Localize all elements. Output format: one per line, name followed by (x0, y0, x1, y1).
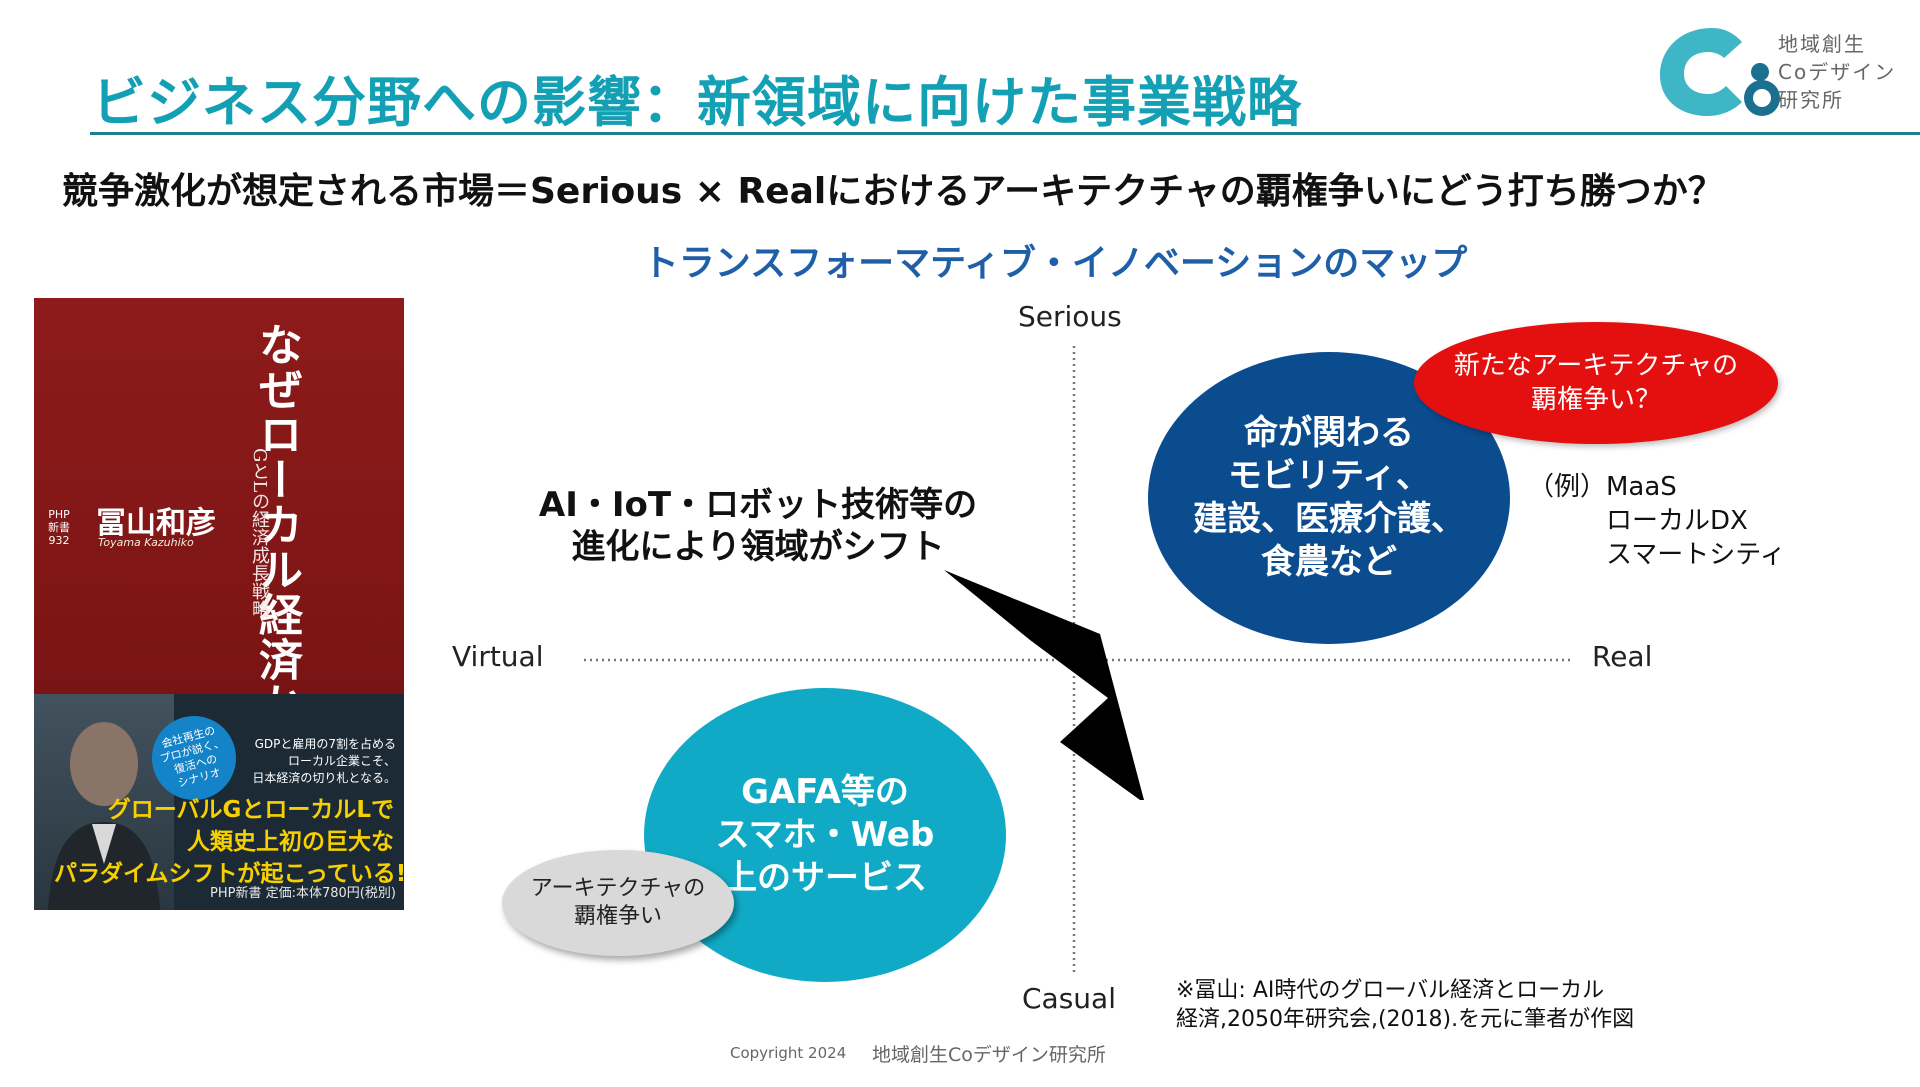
axis-label-casual: Casual (1022, 982, 1116, 1015)
book-publisher: PHP新書 定価:本体780円(税別) (210, 886, 396, 901)
author-portrait (34, 694, 174, 910)
axis-label-virtual: Virtual (452, 640, 544, 673)
logo-ring-top (1751, 63, 1769, 81)
book-author: 冨山和彦 (96, 506, 216, 541)
shift-label: AI・IoT・ロボット技術等の 進化により領域がシフト (538, 485, 978, 567)
book-blurb: GDPと雇用の7割を占める ローカル企業こそ、 日本経済の切り札となる。 (252, 737, 396, 785)
map-title: トランスフォーマティブ・イノベーションのマップ (642, 243, 1468, 284)
title-underline (90, 132, 1920, 135)
logo-text-line: 地域創生 (1778, 32, 1866, 56)
axis-label-serious: Serious (1018, 300, 1122, 333)
logo-ring-inner (1753, 89, 1771, 107)
examples-list: （例）MaaS ローカルDX スマートシティ (1528, 472, 1786, 570)
gafa-bubble: GAFA等の スマホ・Web 上のサービス (644, 688, 1006, 982)
logo-text-line: 研究所 (1778, 88, 1844, 112)
logo-icon (1660, 28, 1780, 116)
shift-arrow-shape (944, 570, 1144, 800)
logo-text: 地域創生 Coデザイン 研究所 (1778, 30, 1896, 114)
book-author-roman: Toyama Kazuhiko (98, 536, 194, 549)
new-architecture-bubble: 新たなアーキテクチャの 覇権争い？ (1414, 322, 1778, 444)
axis-label-real: Real (1592, 640, 1653, 673)
page-title: ビジネス分野への影響：新領域に向けた事業戦略 (92, 71, 1302, 134)
subtitle: 競争激化が想定される市場＝Serious × Realにおけるアーキテクチャの覇… (62, 171, 1724, 212)
copyright-organization: 地域創生Coデザイン研究所 (872, 1044, 1106, 1066)
portrait-silhouette-icon (48, 722, 160, 910)
book-subtitle: GとLの経済成長戦略 (249, 448, 270, 619)
source-note: ※冨山: AI時代のグローバル経済とローカル 経済,2050年研究会,(2018… (1176, 978, 1635, 1032)
book-catchphrase: グローバルGとローカルLで 人類史上初の巨大な パラダイムシフトが起こっている! (54, 797, 404, 887)
book-cover-bottom: 会社再生の プロが説く、 復活への シナリオ GDPと雇用の7割を占める ローカ… (34, 694, 404, 910)
logo-text-line: Coデザイン (1778, 60, 1897, 84)
logo-eye (1734, 58, 1746, 70)
copyright: Copyright 2024 (730, 1044, 847, 1062)
book-series: PHP 新書 932 (48, 508, 70, 547)
logo-c-shape (1660, 28, 1742, 116)
architecture-bubble: アーキテクチャの 覇権争い (502, 850, 734, 956)
